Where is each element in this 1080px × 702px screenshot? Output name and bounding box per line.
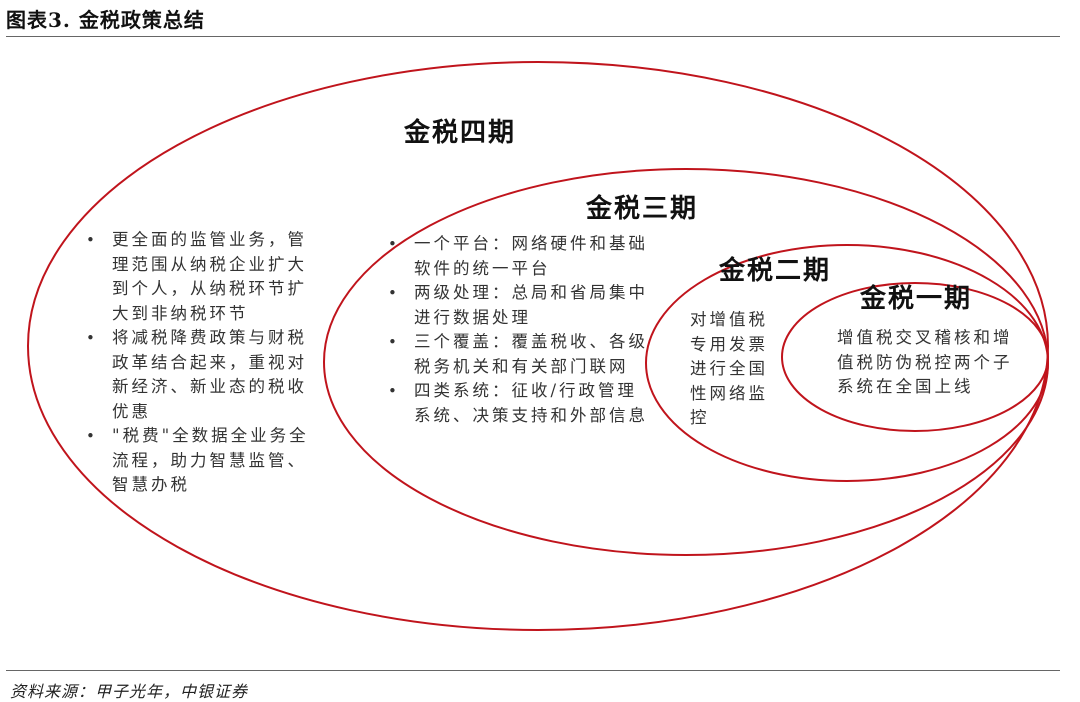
phase3-bullet-list: 一个平台：网络硬件和基础软件的统一平台 两级处理：总局和省局集中进行数据处理 三… bbox=[388, 232, 652, 428]
title-divider bbox=[6, 36, 1060, 37]
phase2-description: 对增值税专用发票进行全国性网络监控 bbox=[690, 310, 768, 427]
source-divider bbox=[6, 670, 1060, 671]
phase3-bullet-item: 两级处理：总局和省局集中进行数据处理 bbox=[388, 281, 652, 330]
phase4-bullet-list: 更全面的监管业务，管理范围从纳税企业扩大到个人，从纳税环节扩大到非纳税环节 将减… bbox=[86, 228, 326, 498]
phase3-bullet-item: 三个覆盖：覆盖税收、各级税务机关和有关部门联网 bbox=[388, 330, 652, 379]
phase4-label: 金税四期 bbox=[404, 118, 517, 148]
phase4-bullet-item: 将减税降费政策与财税政革结合起来，重视对新经济、新业态的税收优惠 bbox=[86, 326, 326, 424]
phase4-ellipse bbox=[27, 61, 1049, 631]
phase3-bullet-item: 一个平台：网络硬件和基础软件的统一平台 bbox=[388, 232, 652, 281]
source-note: 资料来源：甲子光年，中银证券 bbox=[10, 682, 249, 701]
phase4-bullet-item: "税费"全数据全业务全流程，助力智慧监管、智慧办税 bbox=[86, 424, 326, 498]
phase4-bullet-item: 更全面的监管业务，管理范围从纳税企业扩大到个人，从纳税环节扩大到非纳税环节 bbox=[86, 228, 326, 326]
figure-title: 图表3. 金税政策总结 bbox=[6, 8, 205, 32]
phase1-description: 增值税交叉稽核和增值税防伪税控两个子系统在全国上线 bbox=[837, 328, 1013, 396]
phase3-label: 金税三期 bbox=[586, 194, 699, 224]
phase1-ellipse bbox=[781, 282, 1049, 432]
phase1-label: 金税一期 bbox=[860, 284, 973, 314]
phase2-label: 金税二期 bbox=[719, 256, 832, 286]
phase3-bullet-item: 四类系统：征收/行政管理系统、决策支持和外部信息 bbox=[388, 379, 652, 428]
